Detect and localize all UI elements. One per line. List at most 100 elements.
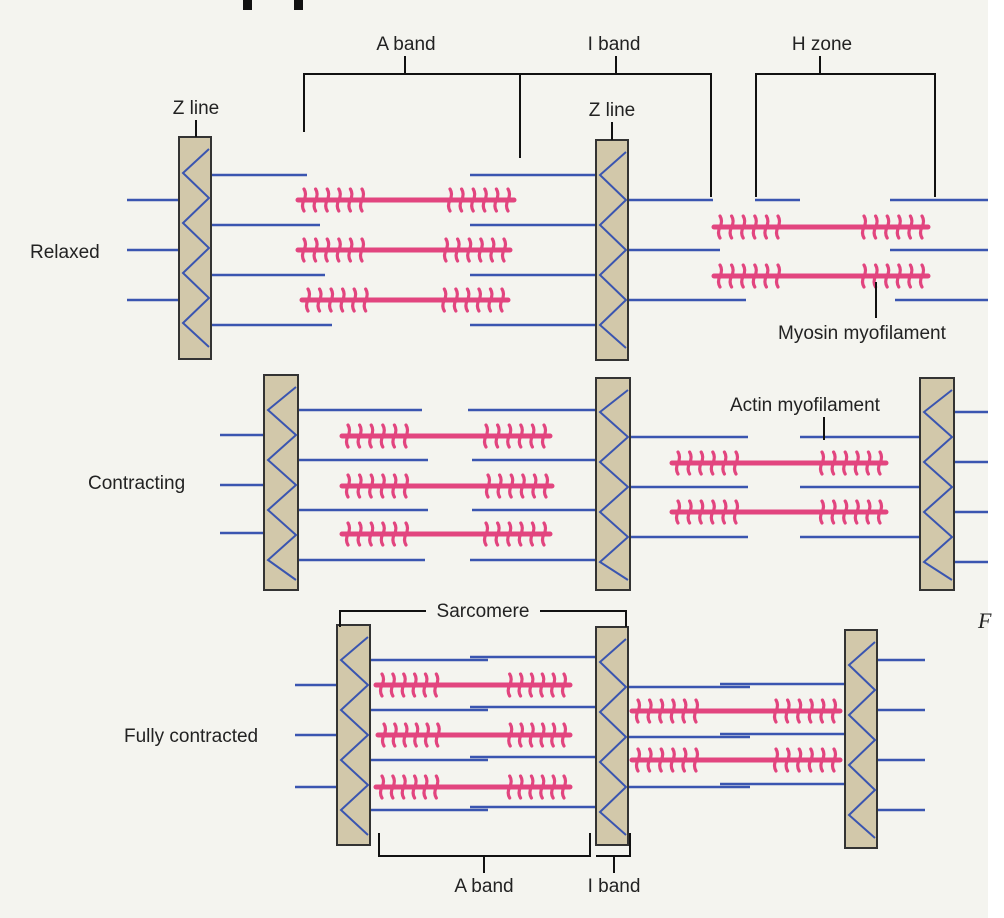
myosin-head (763, 263, 770, 289)
myosin-head (634, 747, 642, 773)
myosin-head (464, 287, 471, 313)
myosin-head (542, 473, 550, 499)
myosin-head (356, 473, 363, 499)
myosin-head (402, 722, 409, 748)
myosin-head (842, 450, 849, 476)
myosin-head (379, 473, 386, 499)
labels: A band I band H zone Z line Z line Relax… (30, 34, 992, 897)
myosin-head (380, 722, 388, 748)
myosin-head (860, 263, 868, 289)
myosin-head (458, 187, 465, 213)
myosin-head (493, 187, 500, 213)
myosin-head (560, 774, 568, 800)
myosin-head (347, 237, 354, 263)
contracting-label: Contracting (88, 473, 185, 494)
relaxed-actin-filaments (127, 173, 988, 327)
relaxed-label: Relaxed (30, 242, 100, 263)
myosin-head (865, 499, 872, 525)
myosin-head (740, 214, 747, 240)
myosin-head (300, 237, 308, 263)
myosin-head (508, 473, 515, 499)
myosin-head (550, 774, 557, 800)
myosin-head (842, 499, 849, 525)
i-band-label-top: I band (588, 34, 641, 55)
myosin-head (484, 473, 492, 499)
z-disc (844, 629, 878, 849)
myosin-head (504, 187, 512, 213)
myosin-head (434, 722, 441, 748)
myosin-head (728, 214, 735, 240)
myosin-head (732, 450, 740, 476)
a-band-label-top: A band (376, 34, 435, 55)
myosin-head (658, 747, 665, 773)
i-band-label-bottom: I band (588, 876, 641, 897)
fully-contracted-actin-filaments (295, 655, 925, 812)
myosin-head (335, 237, 342, 263)
myosin-head (539, 672, 546, 698)
myosin-head (830, 698, 838, 724)
z-disc (919, 377, 955, 591)
z-disc (178, 136, 212, 360)
myosin-label: Myosin myofilament (778, 323, 947, 344)
myosin-head (411, 672, 418, 698)
myosin-head (400, 774, 407, 800)
myosin-head (528, 722, 535, 748)
myosin-head (830, 450, 837, 476)
sarcomere-label: Sarcomere (437, 601, 530, 622)
myosin-head (721, 499, 728, 525)
myosin-head (442, 237, 450, 263)
myosin-head (529, 521, 536, 547)
myosin-head (872, 214, 879, 240)
myosin-head (681, 747, 688, 773)
z-disc (595, 626, 629, 846)
myosin-head (358, 237, 366, 263)
myosin-head (446, 187, 454, 213)
myosin-head (379, 521, 386, 547)
myosin-head (721, 450, 728, 476)
myosin-head (716, 214, 724, 240)
fully-contracted-z-discs (336, 624, 878, 849)
myosin-head (876, 450, 884, 476)
myosin-head (830, 499, 837, 525)
myosin-head (423, 722, 431, 748)
myosin-head (494, 521, 501, 547)
myosin-head (807, 747, 814, 773)
myosin-head (517, 423, 524, 449)
myosin-head (818, 450, 826, 476)
myosin-head (466, 237, 473, 263)
relaxed-myosin-filaments (295, 197, 931, 303)
a-band-bracket-top (303, 73, 712, 197)
myosin-head (500, 237, 508, 263)
myosin-head (528, 672, 535, 698)
myosin-head (316, 287, 323, 313)
myosin-head (362, 287, 369, 313)
myosin-head (498, 287, 506, 313)
myosin-head (529, 423, 536, 449)
fully-contracted-row (295, 624, 925, 849)
myosin-head (539, 774, 546, 800)
myosin-head (411, 774, 418, 800)
h-zone-bracket (755, 73, 936, 197)
myosin-head (853, 499, 860, 525)
top-edge-mark (243, 0, 252, 10)
myosin-head (860, 214, 868, 240)
myosin-head (433, 774, 440, 800)
myosin-head (356, 423, 363, 449)
myosin-head (391, 423, 398, 449)
myosin-head (477, 237, 484, 263)
myosin-head (751, 263, 758, 289)
myosin-head (368, 521, 375, 547)
myosin-head (830, 747, 838, 773)
myosin-head (531, 473, 538, 499)
z-disc (263, 374, 299, 591)
myosin-head (378, 672, 386, 698)
myosin-head (402, 423, 410, 449)
contracting-actin-filaments (220, 408, 988, 564)
myosin-head (646, 698, 653, 724)
i-band-bracket-bottom (596, 833, 631, 857)
myosin-head (356, 521, 363, 547)
myosin-head (400, 672, 407, 698)
myosin-head (344, 521, 352, 547)
z-disc (336, 624, 371, 846)
myosin-head (351, 287, 358, 313)
